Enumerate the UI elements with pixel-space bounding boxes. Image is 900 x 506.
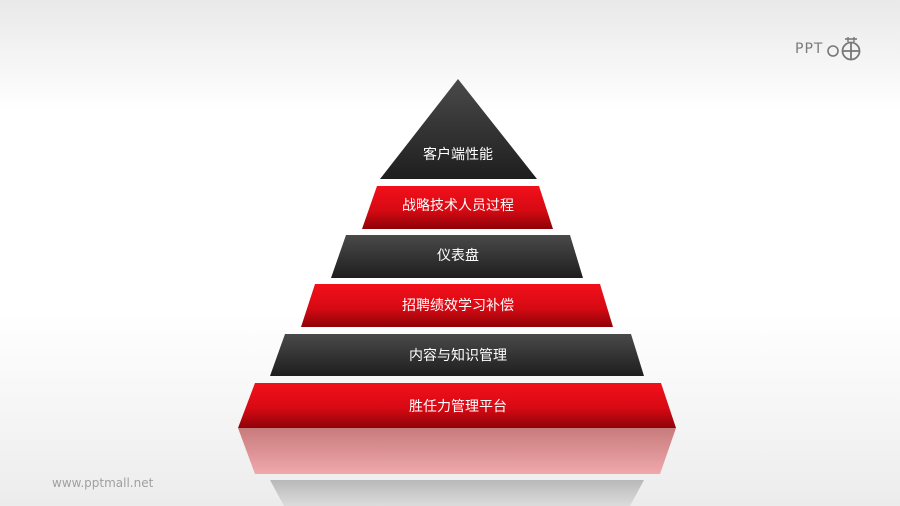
pyramid-tier-6-label: 胜任力管理平台 <box>409 399 507 415</box>
pyramid-tier-1-shape <box>380 79 537 179</box>
pyramid-tier-5-label: 内容与知识管理 <box>409 348 507 364</box>
pyramid-tier-4-shape <box>301 284 613 327</box>
pyramid-tier-3-shape <box>331 235 583 278</box>
pyramid-reflection-red <box>238 428 676 474</box>
ppt-crosshair-logo-icon <box>827 37 861 61</box>
pyramid-tier-1-label: 客户端性能 <box>423 147 493 163</box>
brand-logo: PPT <box>795 36 863 62</box>
pyramid-reflection-gray <box>270 480 644 506</box>
pyramid-tier-2-label: 战略技术人员过程 <box>402 198 514 214</box>
footer-url: www.pptmall.net <box>52 476 154 490</box>
pyramid-tier-5-shape <box>270 334 644 376</box>
pyramid-tier-3-label: 仪表盘 <box>437 248 479 264</box>
pyramid-tier-4-label: 招聘绩效学习补偿 <box>402 298 514 314</box>
pyramid-tier-2-shape <box>362 186 553 229</box>
logo-text: PPT <box>795 41 824 57</box>
pyramid-tier-6-shape <box>238 383 676 428</box>
